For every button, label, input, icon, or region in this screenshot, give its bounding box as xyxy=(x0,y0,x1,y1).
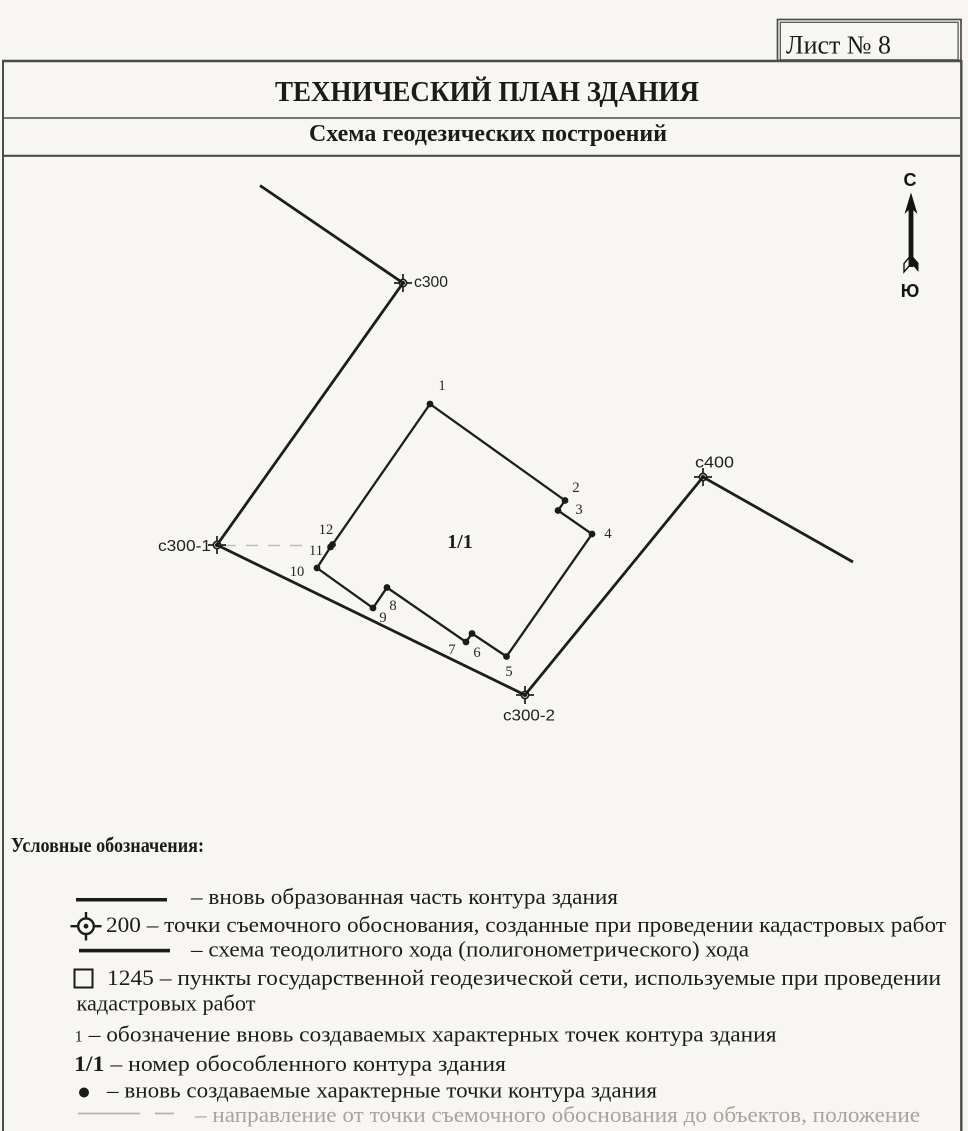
svg-text:9: 9 xyxy=(379,610,386,626)
svg-text:Схема геодезических построений: Схема геодезических построений xyxy=(309,121,667,147)
svg-text:1/1: 1/1 xyxy=(447,531,473,553)
svg-text:С: С xyxy=(904,170,917,190)
svg-text:10: 10 xyxy=(290,564,305,580)
svg-text:4: 4 xyxy=(604,526,612,542)
svg-text:с300-1: с300-1 xyxy=(158,538,211,555)
svg-text:Условные обозначения:: Условные обозначения: xyxy=(11,833,204,857)
svg-text:1245 – пункты государственной: 1245 – пункты государственной геодезичес… xyxy=(107,965,941,990)
svg-text:1/1 – номер обособленного конт: 1/1 – номер обособленного контура здания xyxy=(74,1051,506,1076)
svg-text:7: 7 xyxy=(448,642,455,658)
svg-text:3: 3 xyxy=(575,502,582,518)
svg-text:кадастровых работ: кадастровых работ xyxy=(77,991,256,1016)
svg-text:1: 1 xyxy=(438,378,445,394)
svg-text:– вновь создаваемые характерны: – вновь создаваемые характерные точки ко… xyxy=(106,1078,657,1103)
svg-text:12: 12 xyxy=(319,522,334,538)
svg-text:с300-2: с300-2 xyxy=(503,708,555,725)
svg-text:11: 11 xyxy=(309,543,323,559)
svg-text:с400: с400 xyxy=(695,455,734,472)
svg-text:с300: с300 xyxy=(414,274,448,291)
svg-text:– схема теодолитного хода (пол: – схема теодолитного хода (полигонометри… xyxy=(190,937,749,962)
svg-text:ТЕХНИЧЕСКИЙ ПЛАН ЗДАНИЯ: ТЕХНИЧЕСКИЙ ПЛАН ЗДАНИЯ xyxy=(275,77,699,108)
svg-text:Ю: Ю xyxy=(901,281,920,301)
svg-text:Лист № 8: Лист № 8 xyxy=(786,31,891,60)
svg-text:– направление от точки съемочн: – направление от точки съемочного обосно… xyxy=(194,1102,920,1127)
svg-text:1 – обозначение вновь создавае: 1 – обозначение вновь создаваемых характ… xyxy=(75,1022,777,1047)
svg-text:– вновь образованная часть кон: – вновь образованная часть контура здани… xyxy=(190,884,618,909)
svg-text:5: 5 xyxy=(505,664,512,680)
svg-text:200 – точки съемочного обоснов: 200 – точки съемочного обоснования, созд… xyxy=(106,912,946,937)
svg-text:2: 2 xyxy=(572,480,579,496)
svg-text:8: 8 xyxy=(389,598,396,614)
svg-text:6: 6 xyxy=(473,645,480,661)
